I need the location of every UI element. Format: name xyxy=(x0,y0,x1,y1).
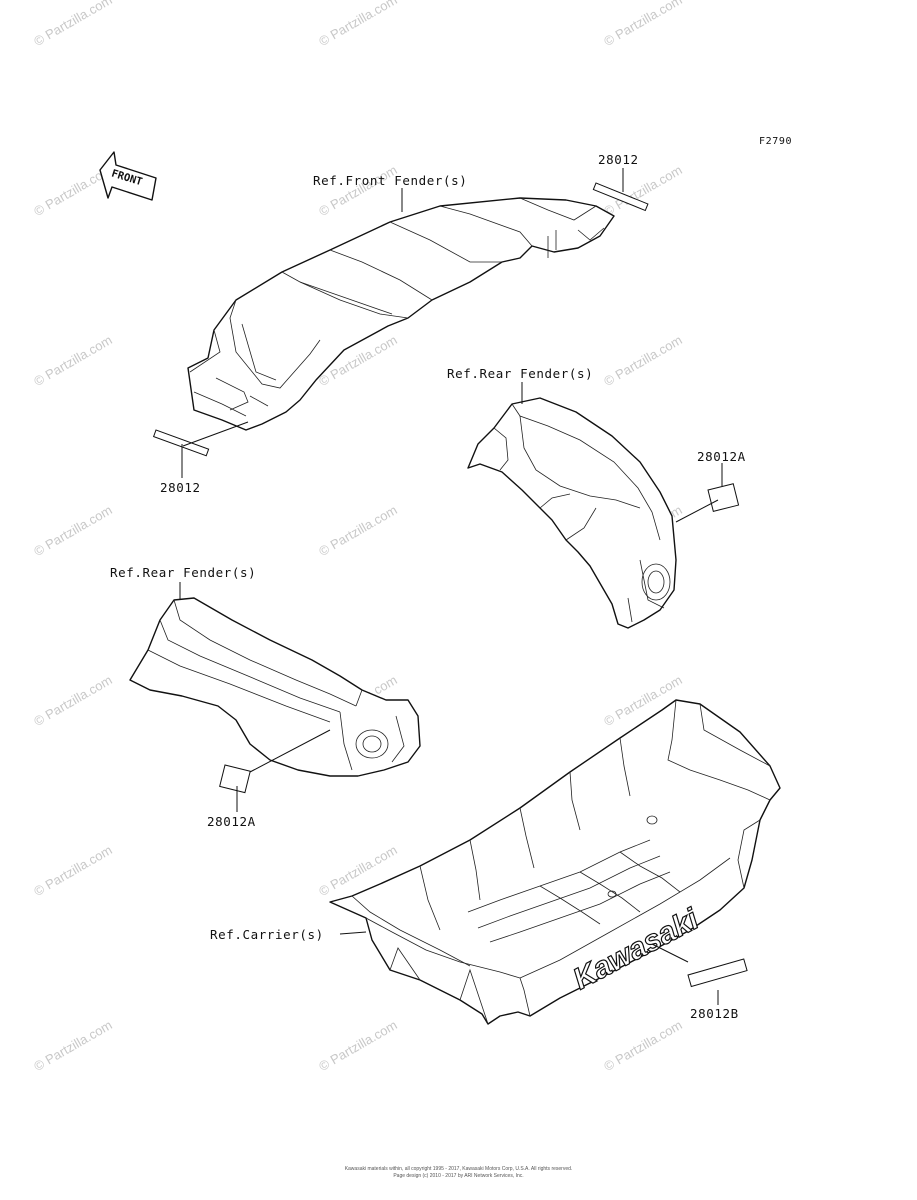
figure-code: F2790 xyxy=(759,136,793,147)
callout-carrier: Ref.Carrier(s) xyxy=(210,927,324,942)
rear-fender-left xyxy=(129,597,421,777)
callout-rear-fender-left: Ref.Rear Fender(s) xyxy=(110,565,257,580)
decal-28012a-left xyxy=(219,764,251,794)
footer-copyright-line2: Page design (c) 2010 - 2017 by ARI Netwo… xyxy=(393,1173,524,1179)
decal-28012b xyxy=(687,958,748,988)
decal-28012-top xyxy=(592,182,649,212)
front-direction-arrow: FRONT xyxy=(99,151,157,201)
decal-28012a-right xyxy=(707,483,740,512)
callout-28012-top: 28012 xyxy=(598,152,639,167)
rear-fender-right xyxy=(467,397,677,629)
callout-28012a-left: 28012A xyxy=(207,814,256,829)
cargo-carrier: Kawasaki xyxy=(329,699,781,1025)
callout-front-fender: Ref.Front Fender(s) xyxy=(313,173,468,188)
leader-lines xyxy=(179,168,723,1005)
decal-28012-left xyxy=(152,429,210,457)
callout-28012b: 28012B xyxy=(690,1006,739,1021)
footer-copyright-line1: Kawasaki materials within, all copyright… xyxy=(344,1166,573,1172)
callout-28012a-right: 28012A xyxy=(697,449,746,464)
callout-28012-left: 28012 xyxy=(160,480,201,495)
front-fender xyxy=(187,197,615,431)
callout-rear-fender-right: Ref.Rear Fender(s) xyxy=(447,366,594,381)
